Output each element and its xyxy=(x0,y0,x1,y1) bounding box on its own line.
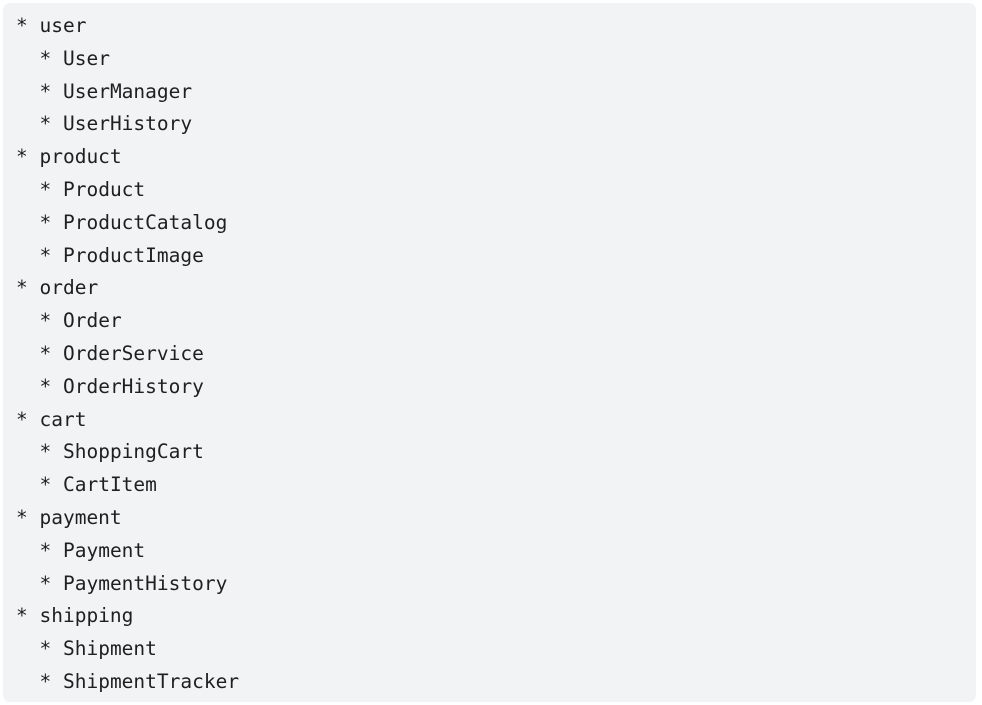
class-line-order-history: * OrderHistory xyxy=(39,374,204,398)
module-line-payment: * payment xyxy=(16,505,122,529)
class-line-product: * Product xyxy=(39,177,146,201)
class-line-payment-history: * PaymentHistory xyxy=(39,571,228,595)
module-line-shipping: * shipping xyxy=(16,604,134,628)
class-line-user-history: * UserHistory xyxy=(39,112,193,136)
class-line-order: * Order xyxy=(39,309,122,333)
class-line-shopping-cart: * ShoppingCart xyxy=(39,440,204,464)
module-line-product: * product xyxy=(16,145,122,169)
class-line-user-manager: * UserManager xyxy=(39,79,193,103)
module-line-user: * user xyxy=(16,14,87,37)
class-line-shipment: * Shipment xyxy=(39,637,157,661)
class-line-product-image: * ProductImage xyxy=(39,243,204,267)
class-line-payment: * Payment xyxy=(39,538,146,562)
module-line-order: * order xyxy=(16,276,99,300)
module-line-cart: * cart xyxy=(16,407,87,431)
class-line-cart-item: * CartItem xyxy=(39,473,157,497)
class-line-shipment-tracker: * ShipmentTracker xyxy=(39,669,240,693)
class-line-product-catalog: * ProductCatalog xyxy=(39,210,228,234)
class-line-user: * User xyxy=(39,46,110,70)
code-block: * user * User * UserManager * UserHistor… xyxy=(3,3,976,702)
class-line-order-service: * OrderService xyxy=(39,341,204,365)
